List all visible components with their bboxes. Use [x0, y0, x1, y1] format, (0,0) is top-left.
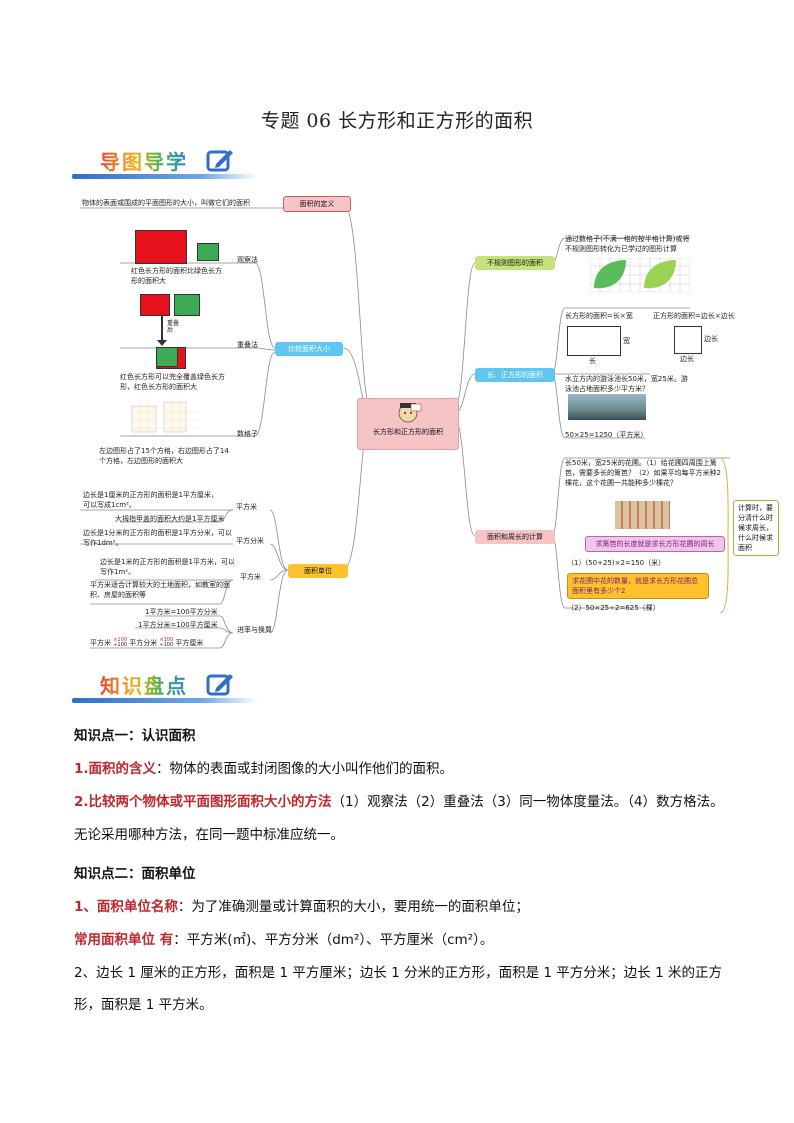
- kp2-item-2: 2、边长 1 厘米的正方形，面积是 1 平方厘米；边长 1 分米的正方形，面积是…: [74, 965, 722, 981]
- definition-text: 物体的表面或围成的平面图形的大小，叫做它们的面积: [82, 199, 250, 207]
- overlap-arrow-text: 重叠后: [167, 320, 180, 334]
- edit-icon-2: [206, 674, 233, 696]
- banner-text-2: 知识盘点: [100, 670, 188, 699]
- kp1-item-2-cont: 无论采用哪种方法，在同一题中标准应统一。: [74, 827, 344, 843]
- conversion-chain: 平方米 ×100÷100 平方分米 ×100÷100 平方厘米: [90, 637, 204, 648]
- unit-cm2-example: 大拇指甲盖的面积大约是1平方厘米: [115, 515, 225, 523]
- leaf-grid-figure: [590, 258, 690, 292]
- kp2-item-common: 常用面积单位 有：平方米(㎡)、平方分米（dm²）、平方厘米（cm²）。: [74, 932, 494, 948]
- unit-dm2-text: 边长是1分米的正方形的面积是1平方分米，可以写作1dm²。: [83, 529, 232, 547]
- square-side-label-1: 边长: [704, 335, 718, 343]
- rect-formula: 长方形的面积=长×宽: [565, 312, 633, 320]
- calc-problem: 长50米，宽25米的花圃。（1）给花圃四周围上篱笆，需要多长的篱笆？（2）如果平…: [565, 459, 721, 487]
- irregular-text: 通过数格子(不满一格的按半格计算)或将不规则图形转化为已学过的图形计算: [565, 235, 690, 253]
- kp1-heading: 知识点一：认识面积: [74, 728, 196, 744]
- label-unit-cm2: 平方米: [236, 503, 257, 511]
- arrow-line: [161, 316, 163, 342]
- kp2-heading: 知识点二：面积单位: [74, 866, 196, 882]
- edit-icon: [206, 150, 233, 172]
- rect-width-label: 宽: [623, 337, 630, 345]
- red-rectangle: [135, 230, 187, 264]
- square-formula: 正方形的面积=边长×边长: [653, 312, 735, 320]
- rect-length-label: 长: [589, 357, 596, 365]
- label-count: 数格子: [237, 430, 258, 438]
- page-title: 专题 06 长方形和正方形的面积: [260, 110, 534, 132]
- hint-area: 求花圃中花的数量，就是求长方形花圃总面积里有多少个2: [567, 573, 709, 599]
- square-figure: [674, 326, 702, 354]
- unit-m2-example: 平方米适合计算较大的土地面积，如教室的面积、房屋的面积等: [90, 581, 230, 599]
- unit-cm2-text: 边长是1厘米的正方形的面积是1平方厘米，可以写成1cm²。: [83, 491, 218, 509]
- green-overlap-rectangle: [156, 347, 178, 367]
- grid-shapes: [130, 398, 200, 438]
- conversion-1: 1平方米=100平方分米: [145, 608, 218, 616]
- rect-problem: 水立方内的游泳池长50米，宽25米。游泳池占地面积多少平方米？: [565, 375, 688, 393]
- label-overlap: 重叠法: [237, 341, 258, 349]
- label-unit-dm2: 平方分米: [236, 537, 264, 545]
- green-rectangle-2: [174, 294, 200, 316]
- pool-photo: [568, 394, 646, 420]
- hint-perimeter: 求篱笆的长度就是求长方形花圃的周长: [585, 536, 725, 552]
- center-node: 长方形和正方形的面积: [357, 398, 459, 450]
- banner-underline: [72, 174, 258, 179]
- node-rect-area: 长、正方形的面积: [475, 368, 555, 382]
- arrow-down-icon: [157, 340, 167, 346]
- garden-photo: [615, 501, 670, 529]
- banner-underline-2: [72, 698, 258, 703]
- mind-map: 长方形和正方形的面积 面积的定义 物体的表面或围成的平面图形的大小，叫做它们的面…: [80, 188, 780, 658]
- kp1-item-1: 1.面积的含义：物体的表面或封闭图像的大小叫作他们的面积。: [74, 761, 454, 777]
- label-unit-m2: 平方米: [240, 573, 261, 581]
- rect-figure: [567, 326, 621, 356]
- count-text: 左边图形占了15个方格，右边图形占了14个方格，左边图形的面积大: [99, 447, 229, 465]
- node-compare: 比较面积大小: [275, 342, 343, 356]
- node-area-perimeter: 面积和周长的计算: [475, 530, 555, 544]
- section-banner-knowledge: 知识盘点: [72, 670, 262, 710]
- calc-answer-2: （2）50×25÷2=625（棵）: [567, 604, 660, 612]
- label-observe: 观察法: [237, 256, 258, 264]
- node-unit: 面积单位: [288, 564, 348, 578]
- side-note: 计算时，要分清什么时候求周长，什么时候求面积: [733, 500, 779, 556]
- overlap-text: 红色长方形可以完全覆盖绿色长方形，红色长方形的面积大: [120, 373, 225, 391]
- label-conversion: 进率与换算: [237, 626, 272, 634]
- kp1-item-2: 2.比较两个物体或平面图形面积大小的方法（1）观察法（2）重叠法（3）同一物体度…: [74, 794, 724, 810]
- conversion-2: 1平方分米=100平方厘米: [138, 621, 218, 629]
- observe-text: 红色长方形的面积比绿色长方形的面积大: [131, 267, 222, 285]
- square-side-label-2: 边长: [680, 355, 694, 363]
- node-definition: 面积的定义: [283, 196, 351, 212]
- section-banner-mindmap: 导图导学: [72, 146, 262, 186]
- center-node-label: 长方形和正方形的面积: [373, 428, 443, 436]
- kp2-item-2-cont: 形，面积是 1 平方米。: [74, 997, 213, 1013]
- green-rectangle: [197, 243, 219, 261]
- red-rectangle-2: [140, 294, 170, 316]
- banner-text: 导图导学: [100, 146, 188, 175]
- node-irregular: 不规则图形的面积: [475, 256, 555, 270]
- unit-m2-text: 边长是1米的正方形的面积是1平方米，可以写作1m²。: [100, 558, 235, 576]
- student-icon: [398, 403, 422, 423]
- kp2-item-1: 1、面积单位名称：为了准确测量或计算面积的大小，要用统一的面积单位；: [74, 899, 529, 915]
- calc-answer-1: （1）(50+25)×2=150（米）: [567, 559, 666, 567]
- rect-answer: 50×25=1250（平方米）: [565, 431, 648, 439]
